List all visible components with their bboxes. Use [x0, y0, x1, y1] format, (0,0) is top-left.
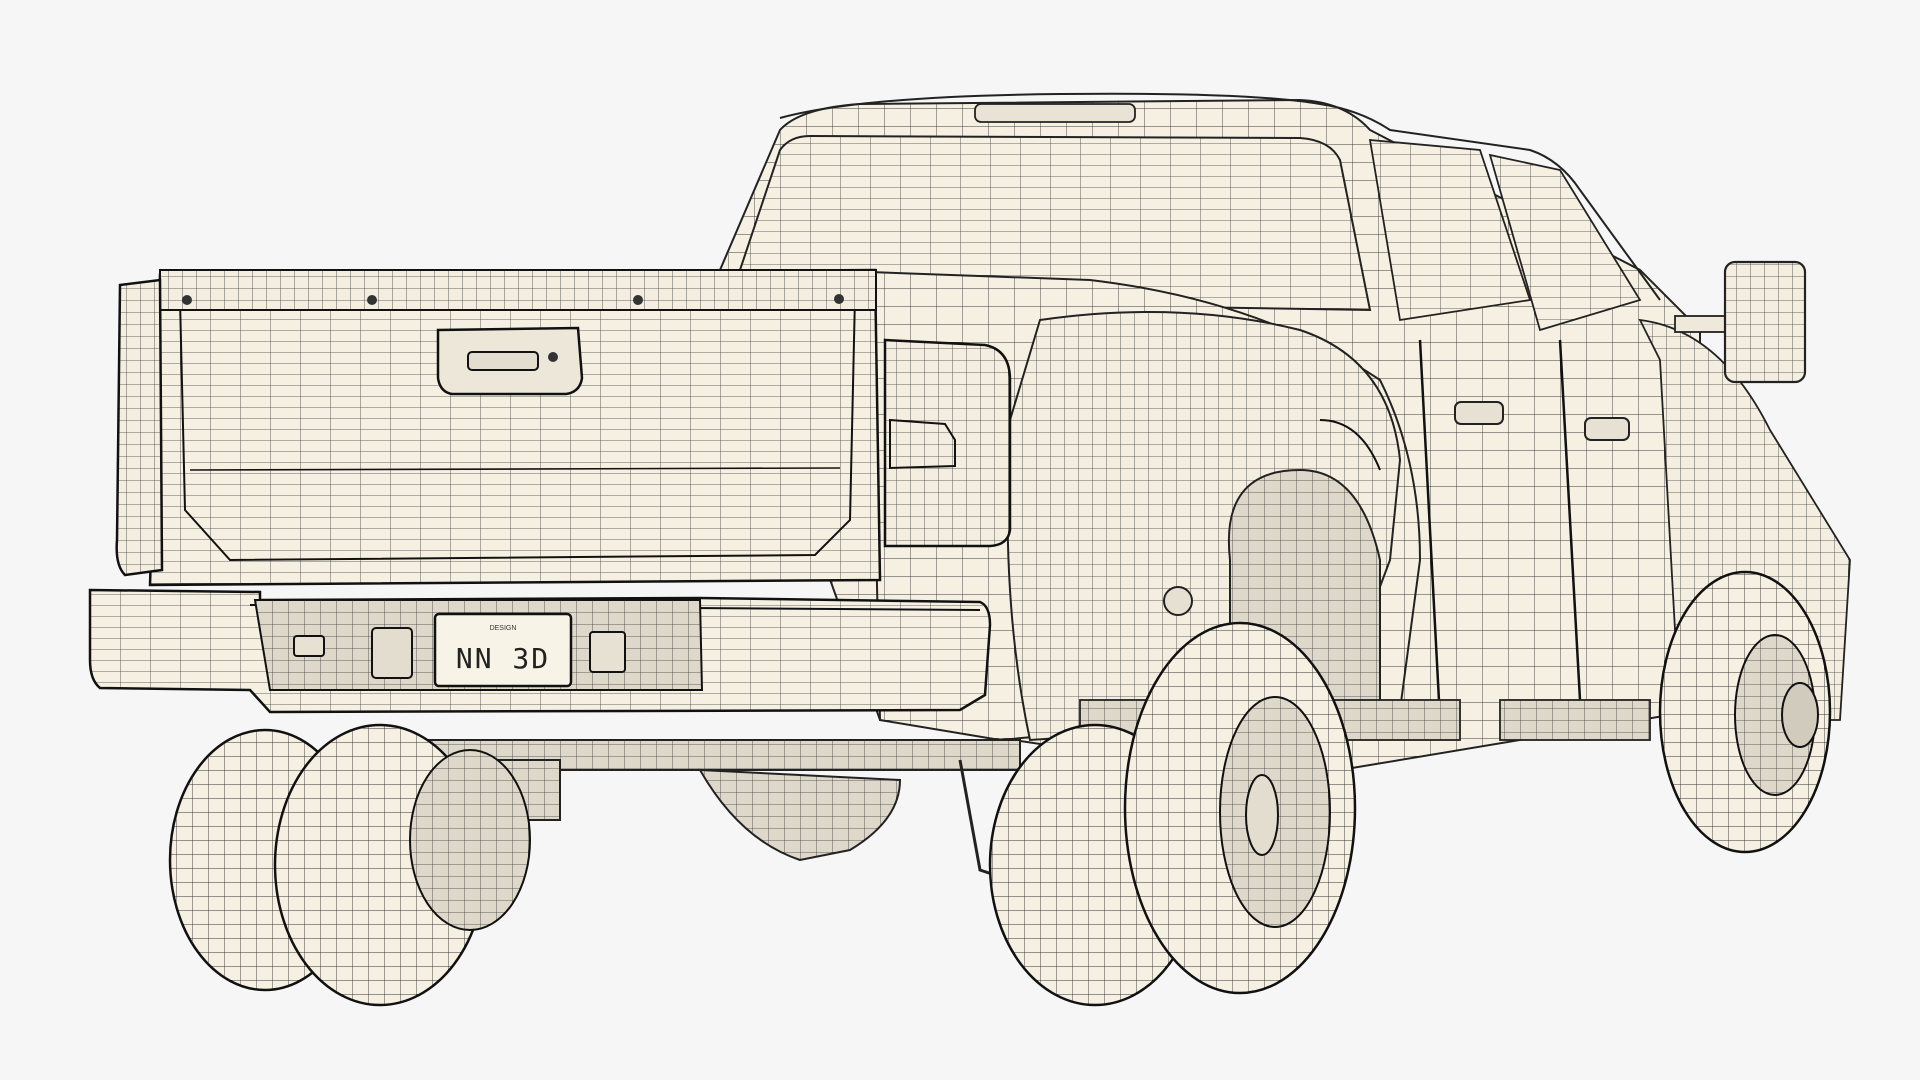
rear-right-dual-wheels [988, 621, 1357, 1007]
bumper-light-left [293, 635, 325, 657]
front-door-handle [1584, 417, 1630, 441]
side-mirror [1674, 260, 1807, 384]
license-plate: DESIGN NN 3D [433, 612, 573, 688]
front-wheel [1658, 570, 1832, 854]
bumper-light-right [589, 631, 626, 673]
differential [698, 768, 902, 862]
plate-main-text: NN 3D [456, 642, 550, 675]
rear-left-dual-wheels [168, 723, 531, 1007]
tailgate-handle [436, 326, 584, 396]
bed-side [868, 270, 1422, 742]
side-marker-light [1163, 586, 1193, 616]
left-taillight [115, 278, 164, 577]
tailgate [115, 268, 882, 587]
plate-top-text: DESIGN [490, 625, 517, 632]
right-taillight [883, 338, 1012, 548]
hitch-cover [371, 627, 413, 679]
rear-bumper: DESIGN NN 3D [88, 588, 992, 714]
rear-door-handle [1454, 401, 1504, 425]
third-brake-light [974, 103, 1136, 123]
